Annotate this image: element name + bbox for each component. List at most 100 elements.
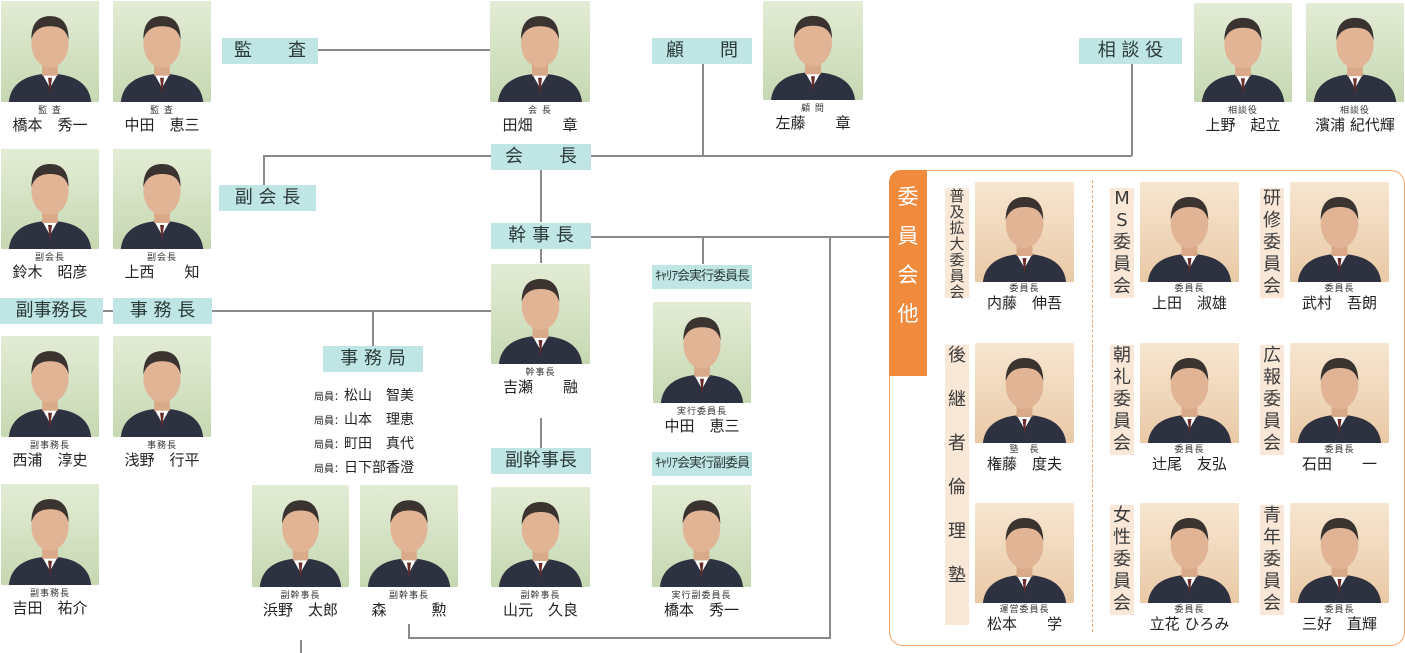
person-name: 山元 久良 [502,601,578,619]
committee-photo [1290,503,1389,603]
committee-name: 上田 淑雄 [1151,294,1227,312]
person-name: 吉田 祐介 [12,599,88,617]
photo-mori [360,485,458,587]
committee-name: 立花 ひろみ [1149,615,1230,633]
committee-role: 委員長 [1174,605,1205,615]
role-label: 副幹事長 [520,591,561,601]
committee-name: 内藤 伸吾 [986,294,1062,312]
photo-nishiura [1,336,99,437]
committee-divider [1092,180,1093,632]
person-photo-icon [1147,358,1232,443]
line-kanji-right [591,236,889,238]
line-bottom-vertical [829,236,831,638]
committee-role: 運営委員長 [999,605,1050,615]
committee-name: 松本 学 [986,615,1062,633]
photo-yoshise [491,264,590,364]
photo-uenishi [113,149,211,249]
person-photo-icon [259,500,342,587]
role-label: 副幹事長 [280,591,321,601]
role-label: 副会長 [34,253,65,263]
line-bottom-horizontal [408,637,831,639]
person-name: 浜野 太郎 [262,601,338,619]
committee-role: 委員長 [1174,445,1205,455]
role-label: 副幹事長 [388,591,429,601]
staff-row: 局員：町田 真代 [314,436,414,452]
role-label: 副会長 [146,253,177,263]
committee-photo [975,182,1074,282]
committee-photo [1140,182,1239,282]
photo-hamano [252,485,349,587]
committee-role: 塾 長 [1009,445,1040,455]
fukujimucho-title: 副事務長 [0,298,103,324]
person-photo-icon [982,358,1067,443]
person-photo-icon [1297,197,1382,282]
komon-title: 顧 問 [652,38,752,64]
committee-role: 委員長 [1324,284,1355,294]
line-komon [702,64,704,156]
person-photo-icon [120,164,204,249]
committee-label: 青 年 委 員 会 [1260,505,1284,615]
committee-tab [889,170,927,376]
person-photo-icon [1147,518,1232,603]
person-photo-icon [1147,197,1232,282]
committee-photo [1140,343,1239,443]
photo-yoshida [1,484,99,585]
person-photo-icon [1297,518,1382,603]
role-label: 実行委員長 [676,407,727,417]
committee-name: 武村 吾朗 [1301,294,1377,312]
committee-label: 女 性 委 員 会 [1110,505,1134,615]
person-photo-icon [498,279,583,364]
role-label: 幹事長 [525,368,556,378]
person-name: 吉瀬 融 [502,378,578,396]
person-name: 森 勲 [371,601,447,619]
person-name: 橋本 秀一 [12,116,88,134]
committee-name: 辻尾 友弘 [1151,455,1227,473]
role-label: 事務長 [146,441,177,451]
staff-row: 局員：松山 智美 [314,388,414,404]
role-label: 副事務長 [29,589,70,599]
photo-hashimoto_career [652,485,751,587]
staff-list: 局員：松山 智美 局員：山本 理恵 局員：町田 真代 局員：日下部香澄 [314,385,414,481]
committee-role: 委員長 [1324,605,1355,615]
role-label: 相談役 [1339,106,1370,116]
person-name: 鈴木 昭彦 [12,263,88,281]
role-label: 顧 問 [801,104,825,114]
person-name: 浅野 行平 [124,451,200,469]
line-fukukaicho [263,155,265,185]
line-career-vertical [702,236,704,264]
role-label: 監 査 [150,106,174,116]
committee-photo [975,343,1074,443]
person-photo-icon [982,518,1067,603]
line-hamano-down [300,640,302,653]
committee-tab-label: 委 員 会 他 [897,185,919,326]
person-photo-icon [659,500,744,587]
person-photo-icon [1313,17,1397,102]
committee-label: 研 修 委 員 会 [1260,188,1284,298]
committee-photo [1290,343,1389,443]
photo-suzuki [1,149,99,249]
career-chair-title: ｷｬﾘｱ会実行委員長 [652,265,752,289]
jimukyoku-title: 事 務 局 [323,346,423,372]
fukukanjicho-title: 副幹事長 [491,448,591,474]
committee-label: 朝 礼 委 員 会 [1110,345,1134,455]
person-photo-icon [8,351,92,437]
photo-asano [113,336,211,437]
person-name: 西浦 淳史 [12,451,88,469]
committee-photo [1290,182,1389,282]
photo-hashimoto_kansa [1,1,99,102]
kaicho-title: 会 長 [491,144,591,170]
person-photo-icon [1201,17,1285,102]
photo-ueno [1194,3,1292,102]
line-kaicho-right [590,155,1132,157]
person-name: 中田 恵三 [664,417,740,435]
committee-role: 委員長 [1009,284,1040,294]
role-label: 副事務長 [29,441,70,451]
person-photo-icon [660,317,744,403]
line-kaicho-left [263,155,492,157]
kansa-title: 監 査 [222,38,318,64]
fukukaicho-title: 副 会 長 [219,185,316,211]
kanjicho-title: 幹 事 長 [491,223,591,249]
person-photo-icon [120,351,204,437]
role-label: 実行副委員長 [671,591,732,601]
person-photo-icon [120,16,204,102]
